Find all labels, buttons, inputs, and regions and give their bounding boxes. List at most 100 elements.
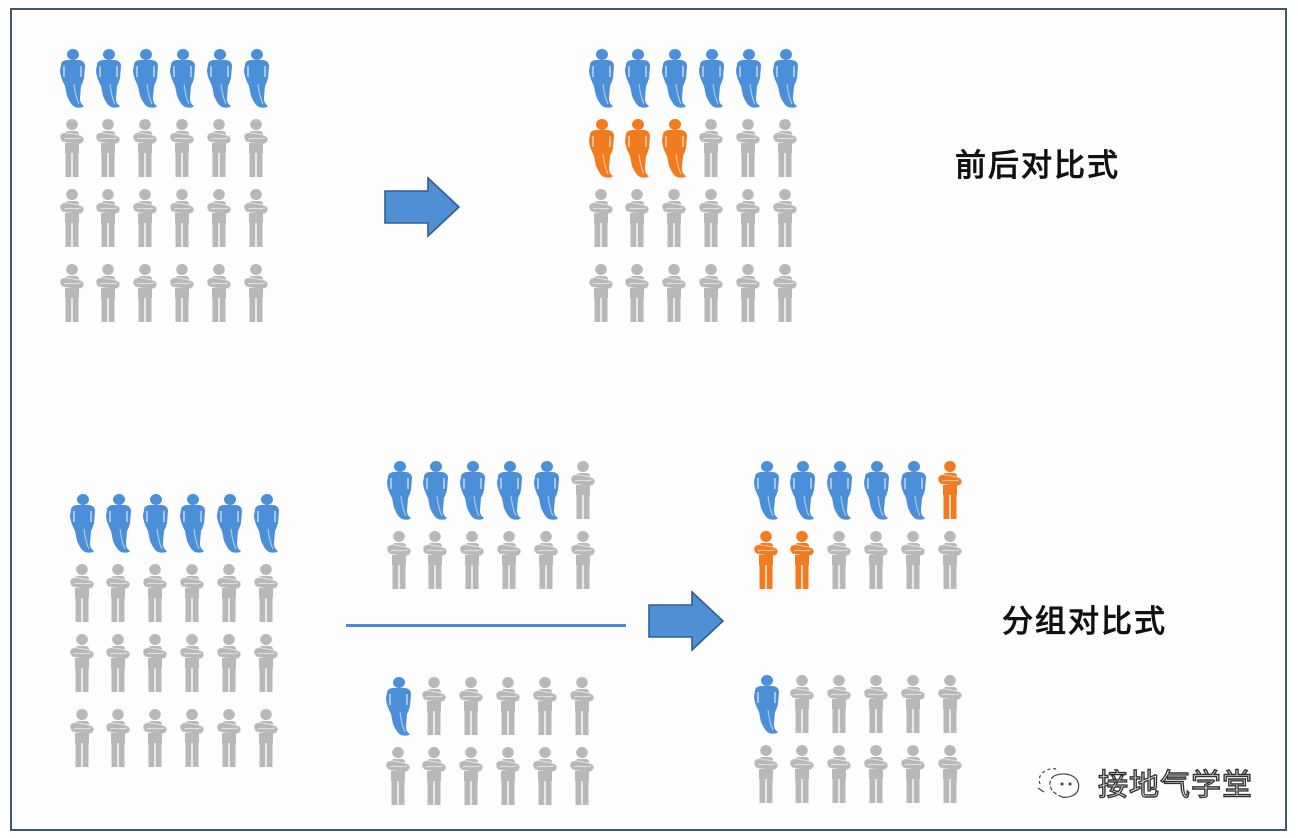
gray-person-icon xyxy=(419,746,449,808)
gray-person-icon xyxy=(733,188,763,250)
gray-person-icon xyxy=(214,563,244,625)
orange-person-icon xyxy=(751,530,781,592)
gray-person-icon xyxy=(530,676,560,738)
gray-person-icon xyxy=(167,188,197,250)
gray-person-icon xyxy=(251,563,281,625)
blue-person-icon xyxy=(659,48,689,110)
blue-person-icon xyxy=(898,460,928,522)
orange-person-icon xyxy=(622,118,652,180)
blue-person-icon xyxy=(167,48,197,110)
gray-person-icon xyxy=(57,188,87,250)
gray-person-icon xyxy=(861,530,891,592)
gray-person-icon xyxy=(67,633,97,695)
blue-person-icon xyxy=(494,460,524,522)
blue-person-icon xyxy=(214,493,244,555)
gray-person-icon xyxy=(696,263,726,325)
wechat-icon xyxy=(1037,768,1080,799)
gray-person-icon xyxy=(493,746,523,808)
gray-person-icon xyxy=(586,263,616,325)
blue-person-icon xyxy=(204,48,234,110)
orange-person-icon xyxy=(935,460,965,522)
blue-person-icon xyxy=(383,676,413,738)
gray-person-icon xyxy=(770,188,800,250)
blue-person-icon xyxy=(251,493,281,555)
blue-person-icon xyxy=(103,493,133,555)
right-arrow-icon xyxy=(648,590,725,652)
gray-person-icon xyxy=(140,633,170,695)
gray-person-icon xyxy=(568,460,598,522)
gray-person-icon xyxy=(204,188,234,250)
gray-person-icon xyxy=(935,674,965,736)
gray-person-icon xyxy=(898,674,928,736)
gray-person-icon xyxy=(622,188,652,250)
gray-person-icon xyxy=(770,263,800,325)
gray-person-icon xyxy=(494,530,524,592)
gray-person-icon xyxy=(93,188,123,250)
gray-person-icon xyxy=(530,746,560,808)
right-arrow-icon xyxy=(384,176,461,238)
gray-person-icon xyxy=(93,263,123,325)
blue-person-icon xyxy=(67,493,97,555)
blue-person-icon xyxy=(420,460,450,522)
gray-person-icon xyxy=(787,744,817,806)
gray-person-icon xyxy=(103,708,133,770)
gray-person-icon xyxy=(103,633,133,695)
watermark-text: 接地气学堂 xyxy=(1097,767,1253,803)
gray-person-icon xyxy=(57,263,87,325)
gray-person-icon xyxy=(241,188,271,250)
watermark: 接地气学堂 xyxy=(1034,762,1253,804)
blue-person-icon xyxy=(696,48,726,110)
gray-person-icon xyxy=(67,708,97,770)
gray-person-icon xyxy=(567,676,597,738)
gray-person-icon xyxy=(622,263,652,325)
gray-person-icon xyxy=(140,708,170,770)
gray-person-icon xyxy=(861,674,891,736)
gray-person-icon xyxy=(567,746,597,808)
gray-person-icon xyxy=(167,118,197,180)
gray-person-icon xyxy=(456,746,486,808)
gray-person-icon xyxy=(204,118,234,180)
gray-person-icon xyxy=(568,530,598,592)
gray-person-icon xyxy=(659,263,689,325)
gray-person-icon xyxy=(251,633,281,695)
gray-person-icon xyxy=(214,708,244,770)
gray-person-icon xyxy=(167,263,197,325)
gray-person-icon xyxy=(420,530,450,592)
blue-person-icon xyxy=(787,460,817,522)
blue-person-icon xyxy=(140,493,170,555)
blue-person-icon xyxy=(241,48,271,110)
gray-person-icon xyxy=(935,744,965,806)
gray-person-icon xyxy=(493,676,523,738)
blue-person-icon xyxy=(733,48,763,110)
gray-person-icon xyxy=(384,530,414,592)
blue-person-icon xyxy=(824,460,854,522)
gray-person-icon xyxy=(103,563,133,625)
gray-person-icon xyxy=(177,563,207,625)
gray-person-icon xyxy=(457,530,487,592)
gray-person-icon xyxy=(824,674,854,736)
gray-person-icon xyxy=(898,744,928,806)
blue-person-icon xyxy=(586,48,616,110)
gray-person-icon xyxy=(824,744,854,806)
gray-person-icon xyxy=(770,118,800,180)
gray-person-icon xyxy=(696,118,726,180)
gray-person-icon xyxy=(130,263,160,325)
gray-person-icon xyxy=(241,118,271,180)
gray-person-icon xyxy=(696,188,726,250)
before-after-label: 前后对比式 xyxy=(955,148,1120,184)
gray-person-icon xyxy=(57,118,87,180)
gray-person-icon xyxy=(586,188,616,250)
gray-person-icon xyxy=(824,530,854,592)
orange-person-icon xyxy=(787,530,817,592)
gray-person-icon xyxy=(214,633,244,695)
gray-person-icon xyxy=(177,708,207,770)
gray-person-icon xyxy=(456,676,486,738)
gray-person-icon xyxy=(733,118,763,180)
blue-person-icon xyxy=(177,493,207,555)
gray-person-icon xyxy=(177,633,207,695)
group-divider-line xyxy=(346,624,626,627)
gray-person-icon xyxy=(733,263,763,325)
gray-person-icon xyxy=(751,744,781,806)
blue-person-icon xyxy=(531,460,561,522)
blue-person-icon xyxy=(622,48,652,110)
